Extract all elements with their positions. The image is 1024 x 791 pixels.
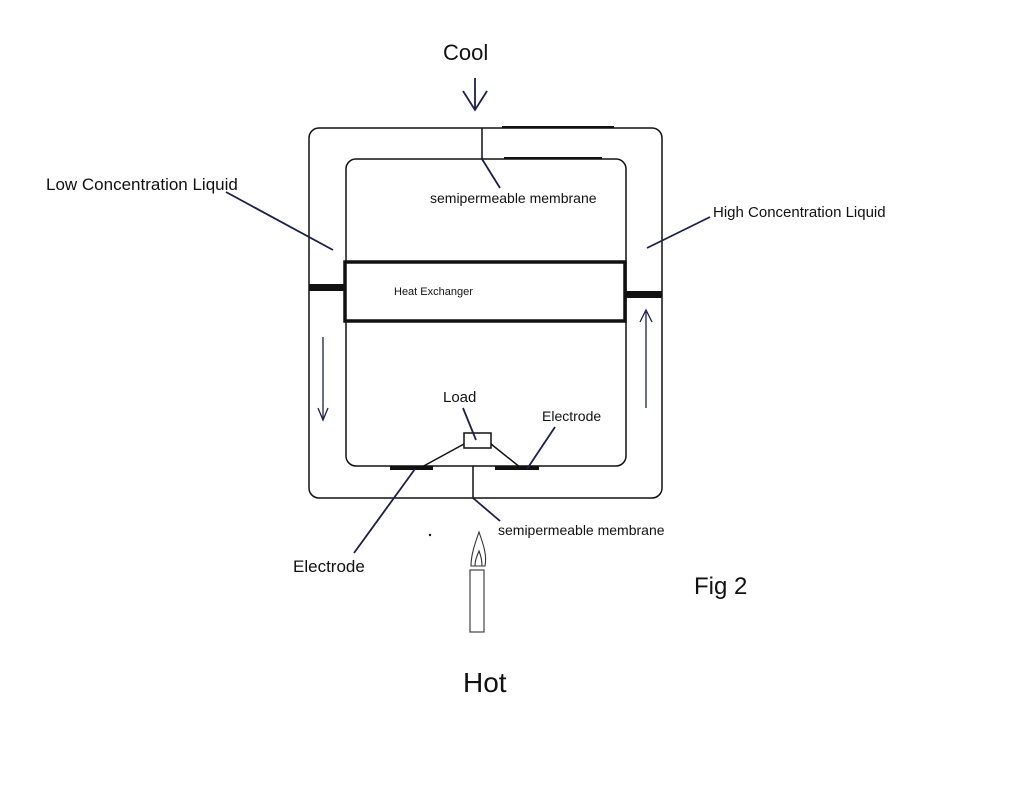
wire-right (490, 443, 522, 469)
heat-exchanger-label: Heat Exchanger (394, 286, 473, 298)
high-concentration-label: High Concentration Liquid (713, 204, 886, 221)
down-flow-arrow-icon (317, 337, 329, 422)
cool-arrow-icon (462, 78, 488, 112)
load-leader (462, 407, 477, 441)
top-membrane-leader (481, 158, 501, 189)
load-label: Load (443, 389, 477, 406)
electrode-left-label: Electrode (293, 557, 365, 576)
load-box (463, 432, 492, 449)
electrode-left-plate (390, 466, 433, 470)
wire-left (419, 443, 465, 469)
electrode-left-leader (353, 468, 416, 554)
candle-icon (469, 530, 487, 633)
high-concentration-leader (646, 216, 711, 249)
electrode-right-plate (495, 466, 539, 470)
figure-label: Fig 2 (694, 573, 748, 600)
cool-label: Cool (443, 40, 489, 65)
stray-dot (428, 533, 432, 537)
low-concentration-leader (225, 191, 334, 251)
electrode-right-label: Electrode (542, 408, 602, 424)
left-pipe (309, 284, 346, 291)
hot-label: Hot (463, 667, 507, 698)
low-concentration-label: Low Concentration Liquid (46, 175, 238, 194)
bottom-membrane-leader (472, 497, 501, 522)
up-flow-arrow-icon (639, 308, 653, 408)
heat-exchanger (343, 260, 627, 323)
electrode-right-leader (526, 426, 556, 470)
membrane-bottom-label: semipermeable membrane (498, 522, 665, 538)
outer-chamber (308, 127, 663, 499)
right-pipe (626, 291, 662, 298)
membrane-top-label: semipermeable membrane (430, 190, 597, 206)
